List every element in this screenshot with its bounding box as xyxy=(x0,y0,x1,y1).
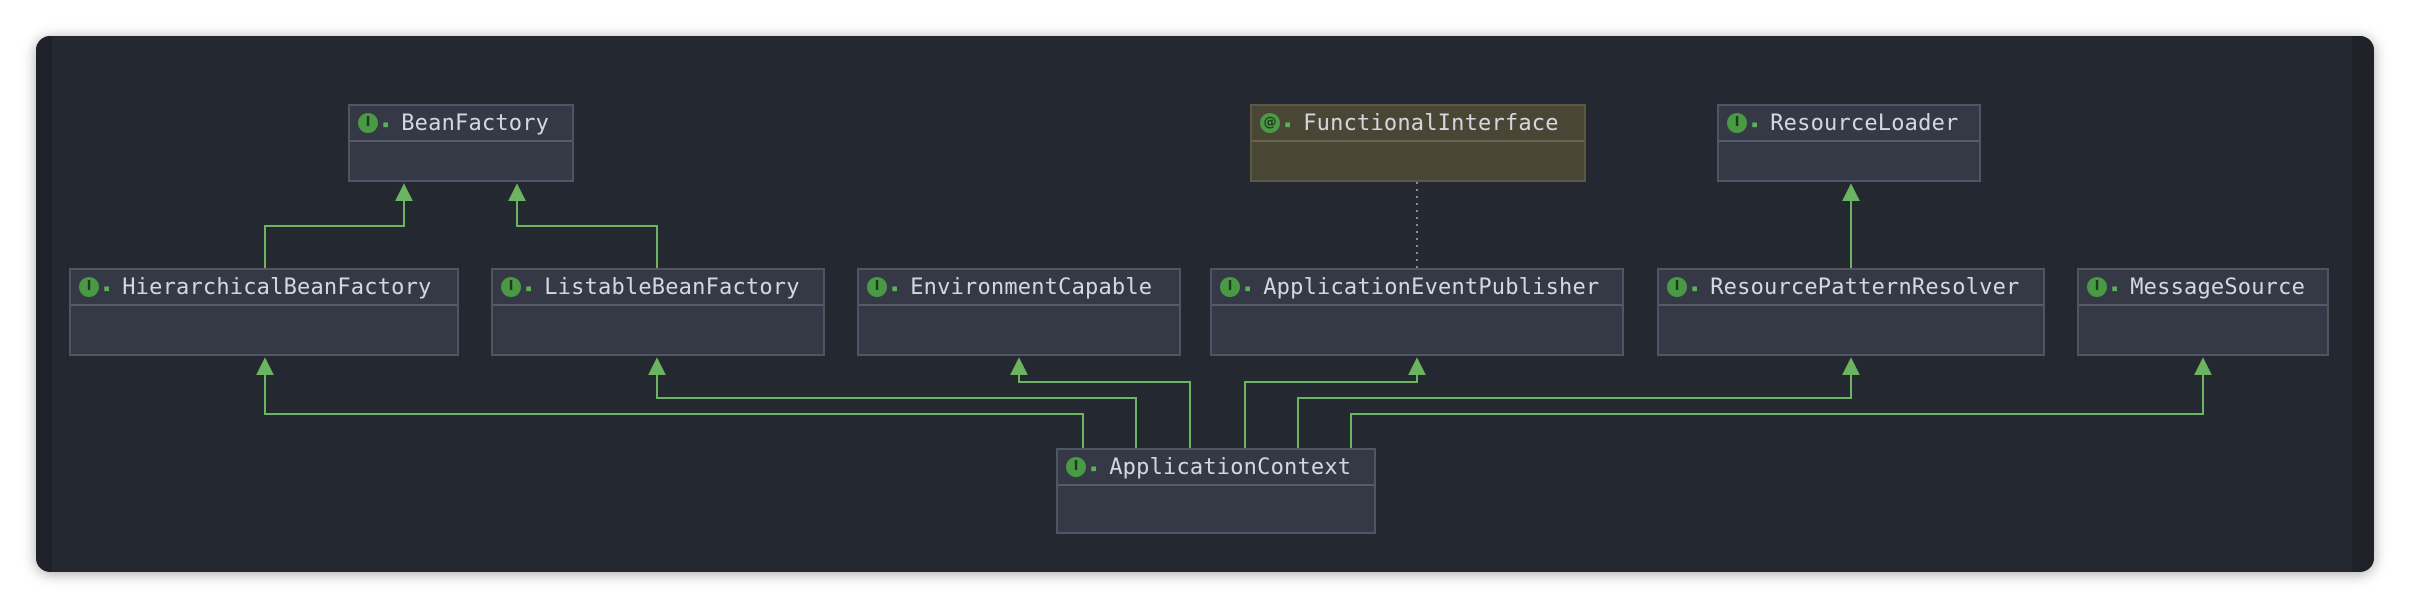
public-visibility-icon: ▪ xyxy=(1691,281,1699,295)
interface-icon: I xyxy=(1066,457,1086,477)
node-label: MessageSource xyxy=(2130,274,2306,300)
node-header: I ▪ HierarchicalBeanFactory xyxy=(71,270,457,306)
interface-icon: I xyxy=(1727,113,1747,133)
node-resource-loader[interactable]: I ▪ ResourceLoader xyxy=(1717,104,1981,182)
edge-ApplicationContext-to-ListableBeanFactory xyxy=(648,357,1137,448)
node-label: BeanFactory xyxy=(401,110,550,136)
node-application-event-publisher[interactable]: I ▪ ApplicationEventPublisher xyxy=(1210,268,1624,356)
node-header: I ▪ BeanFactory xyxy=(350,106,572,142)
node-header: I ▪ ApplicationContext xyxy=(1058,450,1374,486)
interface-icon: I xyxy=(2087,277,2107,297)
node-application-context[interactable]: I ▪ ApplicationContext xyxy=(1056,448,1376,534)
node-header: I ▪ ApplicationEventPublisher xyxy=(1212,270,1622,306)
annotation-type-icon: @ xyxy=(1260,113,1280,133)
edge-ApplicationContext-to-HierarchicalBeanFactory xyxy=(256,357,1084,448)
edge-ApplicationContext-to-EnvironmentCapable xyxy=(1010,357,1191,448)
node-resource-pattern-resolver[interactable]: I ▪ ResourcePatternResolver xyxy=(1657,268,2045,356)
node-label: FunctionalInterface xyxy=(1303,110,1559,136)
edge-ListableBeanFactory-to-BeanFactory xyxy=(508,183,658,268)
public-visibility-icon: ▪ xyxy=(1284,117,1292,131)
node-header: I ▪ MessageSource xyxy=(2079,270,2327,306)
public-visibility-icon: ▪ xyxy=(1244,281,1252,295)
interface-icon: I xyxy=(867,277,887,297)
edge-ApplicationContext-to-ApplicationEventPublisher xyxy=(1244,357,1426,448)
right-scrollbar[interactable] xyxy=(2352,36,2374,572)
interface-icon: I xyxy=(1667,277,1687,297)
public-visibility-icon: ▪ xyxy=(103,281,111,295)
edges-layer xyxy=(256,182,2212,448)
node-bean-factory[interactable]: I ▪ BeanFactory xyxy=(348,104,574,182)
node-label: ResourcePatternResolver xyxy=(1710,274,2020,300)
node-header: I ▪ ResourceLoader xyxy=(1719,106,1979,142)
node-label: ApplicationContext xyxy=(1109,454,1352,480)
node-label: ApplicationEventPublisher xyxy=(1263,274,1600,300)
edge-ApplicationContext-to-ResourcePatternResolver xyxy=(1297,357,1860,448)
node-label: HierarchicalBeanFactory xyxy=(122,274,432,300)
node-listable-bean-factory[interactable]: I ▪ ListableBeanFactory xyxy=(491,268,825,356)
interface-icon: I xyxy=(1220,277,1240,297)
node-header: @ ▪ FunctionalInterface xyxy=(1252,106,1584,142)
public-visibility-icon: ▪ xyxy=(891,281,899,295)
node-functional-interface[interactable]: @ ▪ FunctionalInterface xyxy=(1250,104,1586,182)
public-visibility-icon: ▪ xyxy=(1090,461,1098,475)
public-visibility-icon: ▪ xyxy=(1751,117,1759,131)
left-gutter xyxy=(36,36,52,572)
node-header: I ▪ ListableBeanFactory xyxy=(493,270,823,306)
interface-icon: I xyxy=(79,277,99,297)
public-visibility-icon: ▪ xyxy=(382,117,390,131)
node-label: ListableBeanFactory xyxy=(544,274,800,300)
node-header: I ▪ ResourcePatternResolver xyxy=(1659,270,2043,306)
edge-ApplicationContext-to-MessageSource xyxy=(1350,357,2212,448)
node-environment-capable[interactable]: I ▪ EnvironmentCapable xyxy=(857,268,1181,356)
interface-icon: I xyxy=(501,277,521,297)
node-message-source[interactable]: I ▪ MessageSource xyxy=(2077,268,2329,356)
public-visibility-icon: ▪ xyxy=(2111,281,2119,295)
edge-HierarchicalBeanFactory-to-BeanFactory xyxy=(264,183,413,268)
node-label: EnvironmentCapable xyxy=(910,274,1153,300)
public-visibility-icon: ▪ xyxy=(525,281,533,295)
node-hierarchical-bean-factory[interactable]: I ▪ HierarchicalBeanFactory xyxy=(69,268,459,356)
interface-icon: I xyxy=(358,113,378,133)
node-header: I ▪ EnvironmentCapable xyxy=(859,270,1179,306)
node-label: ResourceLoader xyxy=(1770,110,1959,136)
